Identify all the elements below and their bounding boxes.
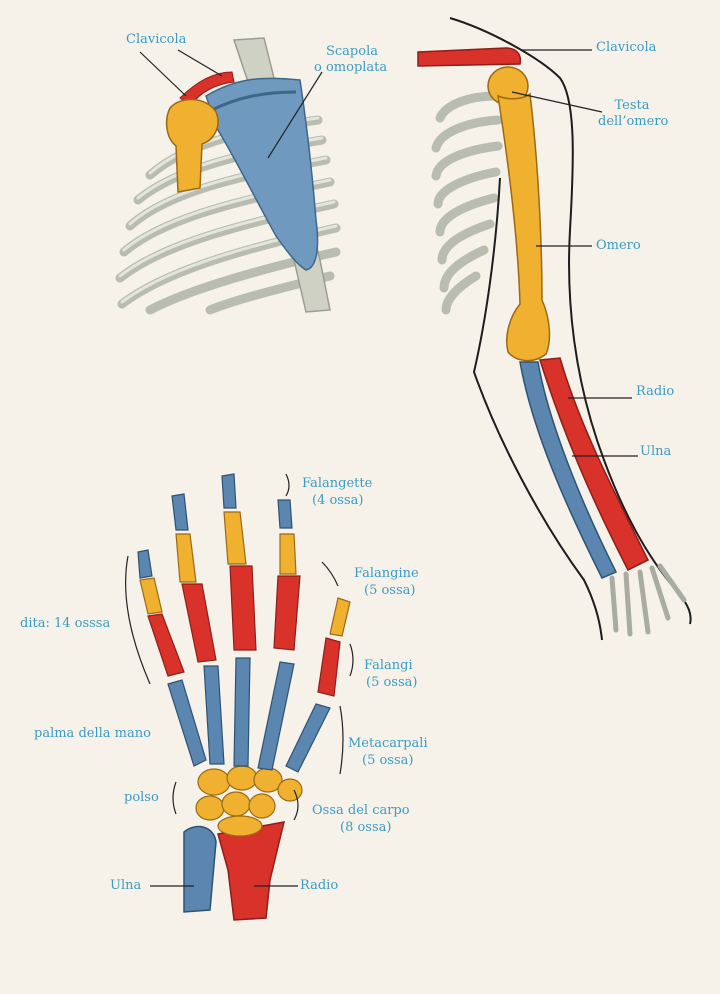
rib-cage-right (431, 91, 503, 315)
label-falangi: Falangi (364, 658, 413, 673)
braces (125, 473, 354, 821)
label-falangine: Falangine (354, 566, 419, 581)
arm-hand-bones (609, 563, 687, 637)
label-ossa-carpo-count: (8 ossa) (340, 820, 392, 835)
label-polso: polso (124, 790, 159, 805)
humerus-head-left (165, 98, 219, 193)
humerus (497, 92, 551, 362)
label-falangette-count: (4 ossa) (312, 493, 364, 508)
radius-wrist (217, 821, 285, 921)
label-clavicola-arm: Clavicola (596, 40, 657, 55)
label-scapola: Scapola (326, 44, 378, 59)
carpal-bones (195, 765, 303, 837)
label-dita: dita: 14 osssa (20, 616, 111, 631)
label-ulna-arm: Ulna (640, 444, 672, 459)
label-ulna-hand: Ulna (110, 878, 142, 893)
label-ossa-carpo: Ossa del carpo (312, 803, 410, 818)
label-clavicola-shoulder: Clavicola (126, 32, 187, 47)
label-testa: Testa (614, 98, 650, 113)
label-falangine-count: (5 ossa) (364, 583, 416, 598)
proximal-phalanges (147, 565, 341, 697)
distal-phalanges (137, 473, 293, 579)
label-metacarpali: Metacarpali (348, 736, 428, 751)
radius-forearm (539, 357, 650, 572)
label-falangette: Falangette (302, 476, 373, 491)
label-dell-omero: dell’omero (598, 114, 669, 129)
metacarpals (167, 657, 331, 773)
label-omero: Omero (596, 238, 641, 253)
label-omoplata: o omoplata (314, 60, 388, 75)
ulna-wrist (183, 825, 217, 913)
scapula (205, 77, 319, 271)
label-metacarpali-count: (5 ossa) (362, 753, 414, 768)
label-palma: palma della mano (34, 726, 151, 741)
leader-lines (139, 49, 638, 887)
label-falangi-count: (5 ossa) (366, 675, 418, 690)
clavicle-right (417, 47, 522, 67)
label-radio-arm: Radio (636, 384, 675, 399)
scapula-spine (211, 90, 297, 112)
clavicle-left (179, 71, 235, 107)
label-radio-hand: Radio (300, 878, 339, 893)
ulna-forearm (519, 361, 618, 579)
middle-phalanges (139, 511, 351, 637)
body-outline-inner (472, 177, 603, 641)
